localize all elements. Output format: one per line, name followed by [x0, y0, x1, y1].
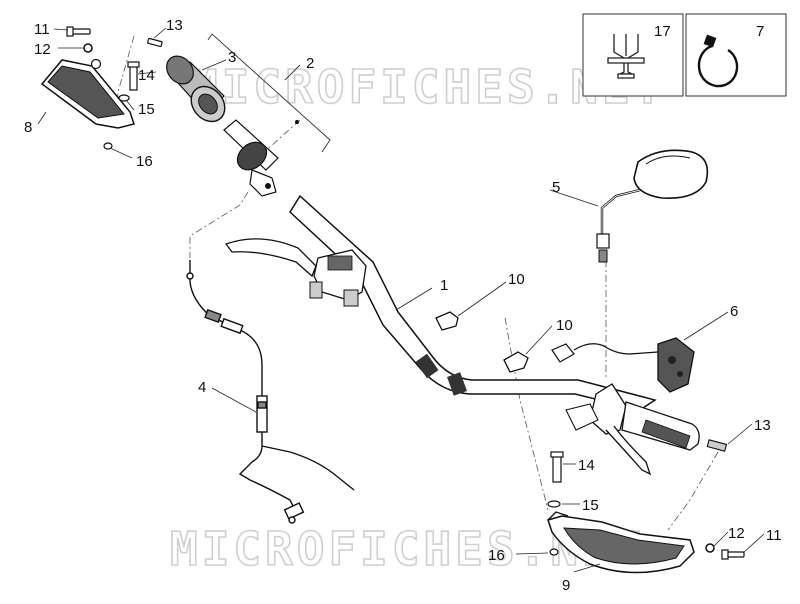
part-15-washer-left[interactable]: [118, 94, 130, 102]
callout-1: 1: [440, 277, 448, 294]
throttle-tube[interactable]: [223, 119, 299, 197]
part-15-washer-right[interactable]: [547, 500, 561, 508]
part-13-plug-right[interactable]: [706, 439, 728, 452]
inset-box-7[interactable]: 7: [685, 13, 787, 97]
callout-13-top-left: 13: [166, 17, 183, 34]
inset-7-label: 7: [756, 23, 764, 40]
callout-numbers: 11 12 13 14 15 8 16 3 2 5 1 10 10 6 4 13…: [24, 17, 782, 594]
part-10-clip-lower[interactable]: [503, 351, 529, 373]
callout-11-top-left: 11: [34, 21, 50, 38]
rivet-clip-icon: [607, 34, 645, 79]
callout-6: 6: [730, 303, 738, 320]
part-16-nut-left[interactable]: [103, 142, 113, 150]
part-14-bolt-left[interactable]: [127, 61, 140, 91]
callout-12-top-left: 12: [34, 41, 51, 58]
part-14-bolt-right[interactable]: [550, 451, 564, 483]
inset-17-label: 17: [654, 23, 671, 40]
callout-15-top-left: 15: [138, 101, 155, 118]
left-grip[interactable]: [161, 51, 232, 128]
callout-12-right: 12: [728, 525, 745, 542]
part-11-screw-right[interactable]: [721, 549, 745, 560]
callout-10-lower: 10: [556, 317, 573, 334]
callout-16-right: 16: [488, 547, 505, 564]
callout-3: 3: [228, 49, 236, 66]
callout-4: 4: [198, 379, 206, 396]
callout-15-right: 15: [582, 497, 599, 514]
callout-8: 8: [24, 119, 32, 136]
callout-5: 5: [552, 179, 560, 196]
callout-14-top-left: 14: [138, 67, 155, 84]
cable-tie-icon: [697, 34, 739, 88]
right-switch-cube[interactable]: [551, 337, 695, 393]
part-10-clip-upper[interactable]: [435, 311, 459, 331]
callout-2: 2: [306, 55, 314, 72]
right-hand-guard[interactable]: [547, 511, 695, 574]
clutch-lever-assembly[interactable]: [224, 238, 367, 307]
callout-16-top-left: 16: [136, 153, 153, 170]
leader-lines: [37, 27, 765, 573]
callout-11-right: 11: [766, 527, 782, 544]
part-2-group-bracket: [207, 33, 331, 153]
callout-13-right: 13: [754, 417, 771, 434]
part-12-washer-left[interactable]: [83, 43, 93, 53]
inset-box-17[interactable]: 17: [582, 13, 684, 97]
mirror[interactable]: [596, 149, 709, 263]
left-hand-guard[interactable]: [40, 58, 135, 129]
brake-lever-and-grip[interactable]: [565, 383, 700, 476]
handlebar[interactable]: [289, 194, 657, 411]
callout-14-right: 14: [578, 457, 595, 474]
part-13-screw-left[interactable]: [147, 37, 163, 48]
clutch-cable[interactable]: [186, 260, 355, 524]
callout-10-upper: 10: [508, 271, 525, 288]
callout-9: 9: [562, 577, 570, 594]
part-11-screw-left[interactable]: [66, 26, 91, 37]
part-16-nut-right[interactable]: [549, 548, 559, 556]
part-12-washer-right[interactable]: [705, 543, 715, 553]
